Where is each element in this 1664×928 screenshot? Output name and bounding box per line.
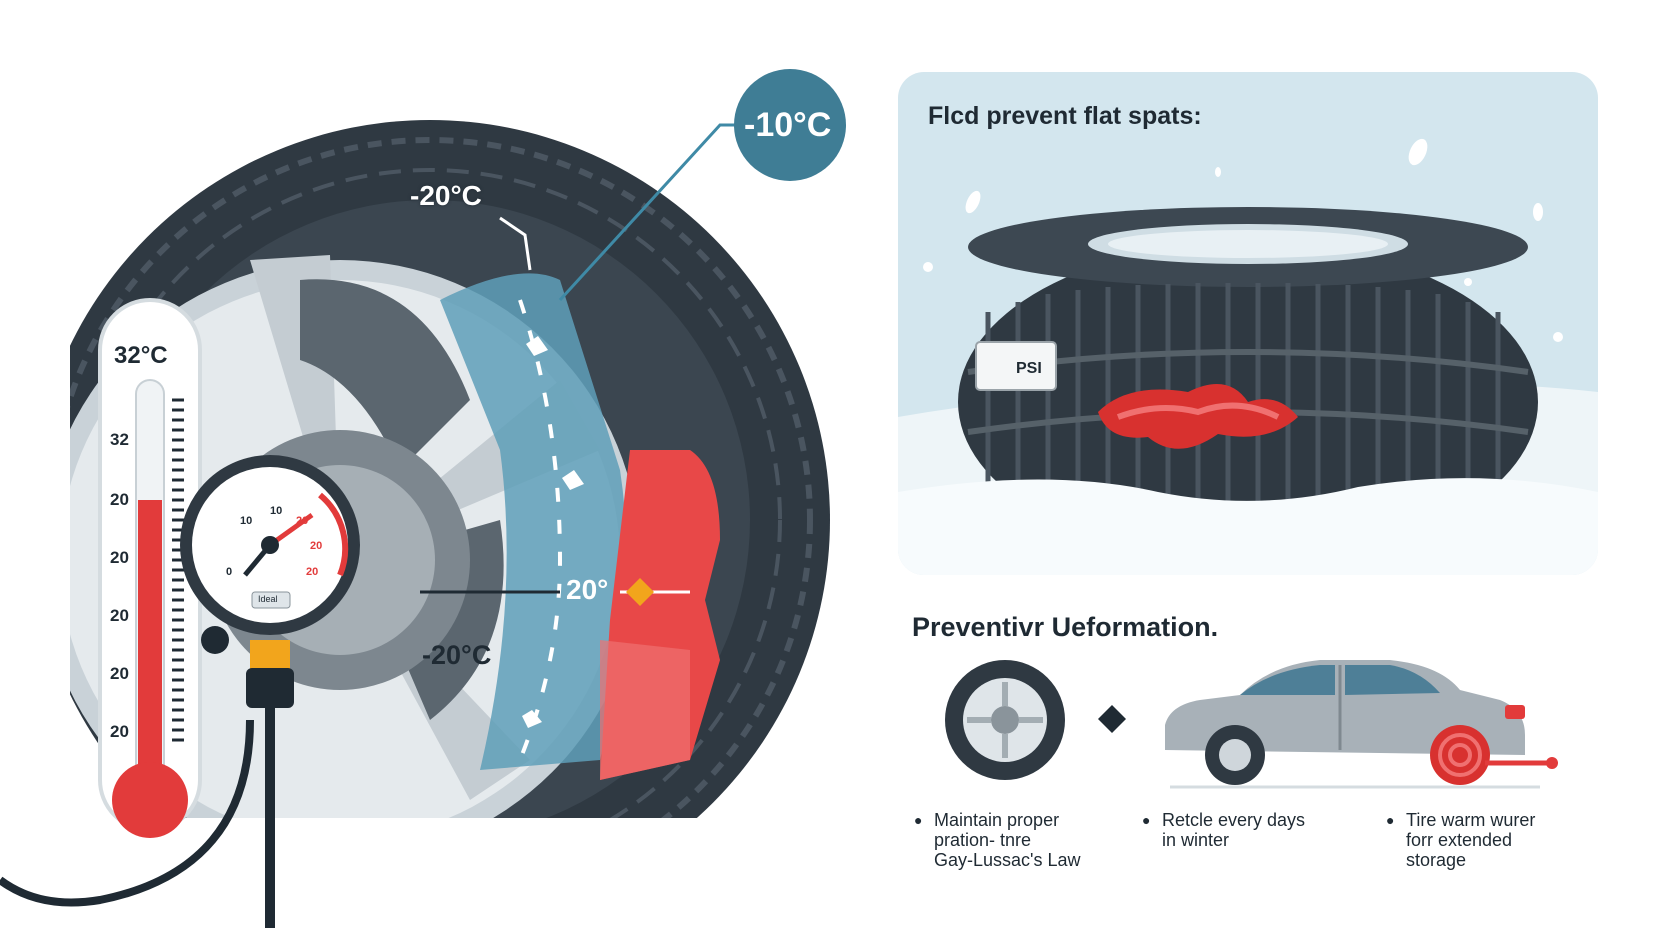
car-icon: [1165, 660, 1558, 789]
prevention-icons: [945, 660, 1558, 789]
marker-diamond: [626, 578, 654, 606]
pressure-gauge: [180, 455, 360, 654]
gauge-ideal-label: Ideal: [258, 594, 278, 604]
section-title: Preventivr Ueformation.: [912, 612, 1219, 642]
gauge-dial-label: 20: [306, 566, 319, 578]
thermometer-scale-label: 20: [110, 490, 129, 509]
tip-line: Retcle every days: [1162, 810, 1306, 830]
tip-line: storage: [1406, 850, 1467, 870]
temperature-callout-bubble: [734, 69, 846, 181]
diamond-icon: [1098, 705, 1126, 733]
thermometer-scale-label: 20: [110, 606, 129, 625]
tip-line: forr extended: [1406, 830, 1513, 850]
gauge-dial-label: 10: [270, 505, 283, 517]
upper-temp-label: -20°C: [410, 180, 482, 211]
tip-line: Tire warm wurer: [1406, 810, 1536, 830]
thermometer-scale-label: 32: [110, 430, 129, 449]
thermometer: [98, 298, 202, 838]
flat-spot-panel: Flcd prevent flat spats: PSI: [898, 72, 1598, 575]
psi-label: PSI: [1016, 360, 1042, 377]
panel-title: Flcd prevent flat spats:: [928, 102, 1202, 130]
lower-temp-label: -20°C: [422, 640, 492, 670]
flat-spot-mark: [1098, 384, 1298, 449]
thermometer-scale-label: 20: [110, 664, 129, 683]
bullet-icon: ●: [1142, 812, 1151, 828]
tip-item: ● Retcle every days in winter: [1142, 810, 1306, 850]
thermometer-scale-label: 20: [110, 548, 129, 567]
gauge-dial-label: 10: [240, 515, 253, 527]
gauge-dial-label: 0: [226, 566, 233, 578]
tire-icon: [945, 660, 1065, 780]
tip-line: Maintain proper: [934, 810, 1060, 830]
thermometer-top-reading: 32°C: [114, 342, 168, 369]
tip-line: pration- tnre: [934, 830, 1032, 850]
bullet-icon: ●: [914, 812, 923, 828]
cold-zone-band: [440, 273, 627, 770]
snow-tire-scene: [898, 138, 1598, 575]
gauge-dial-label: 20: [296, 515, 309, 527]
bullet-icon: ●: [1386, 812, 1395, 828]
tip-item: ● Tire warm wurer forr extended storage: [1386, 810, 1536, 870]
tip-line: Gay-Lussac's Law: [934, 850, 1081, 870]
tip-line: in winter: [1162, 830, 1230, 850]
thermometer-scale-label: 20: [110, 722, 129, 741]
callout-temp-label: -10°C: [744, 106, 832, 144]
mid-temp-label: 20°: [566, 574, 609, 605]
gauge-dial-label: 20: [310, 540, 323, 552]
tire-illustration: [0, 69, 846, 928]
tip-item: ● Maintain proper pration- tnre Gay-Luss…: [914, 810, 1081, 870]
